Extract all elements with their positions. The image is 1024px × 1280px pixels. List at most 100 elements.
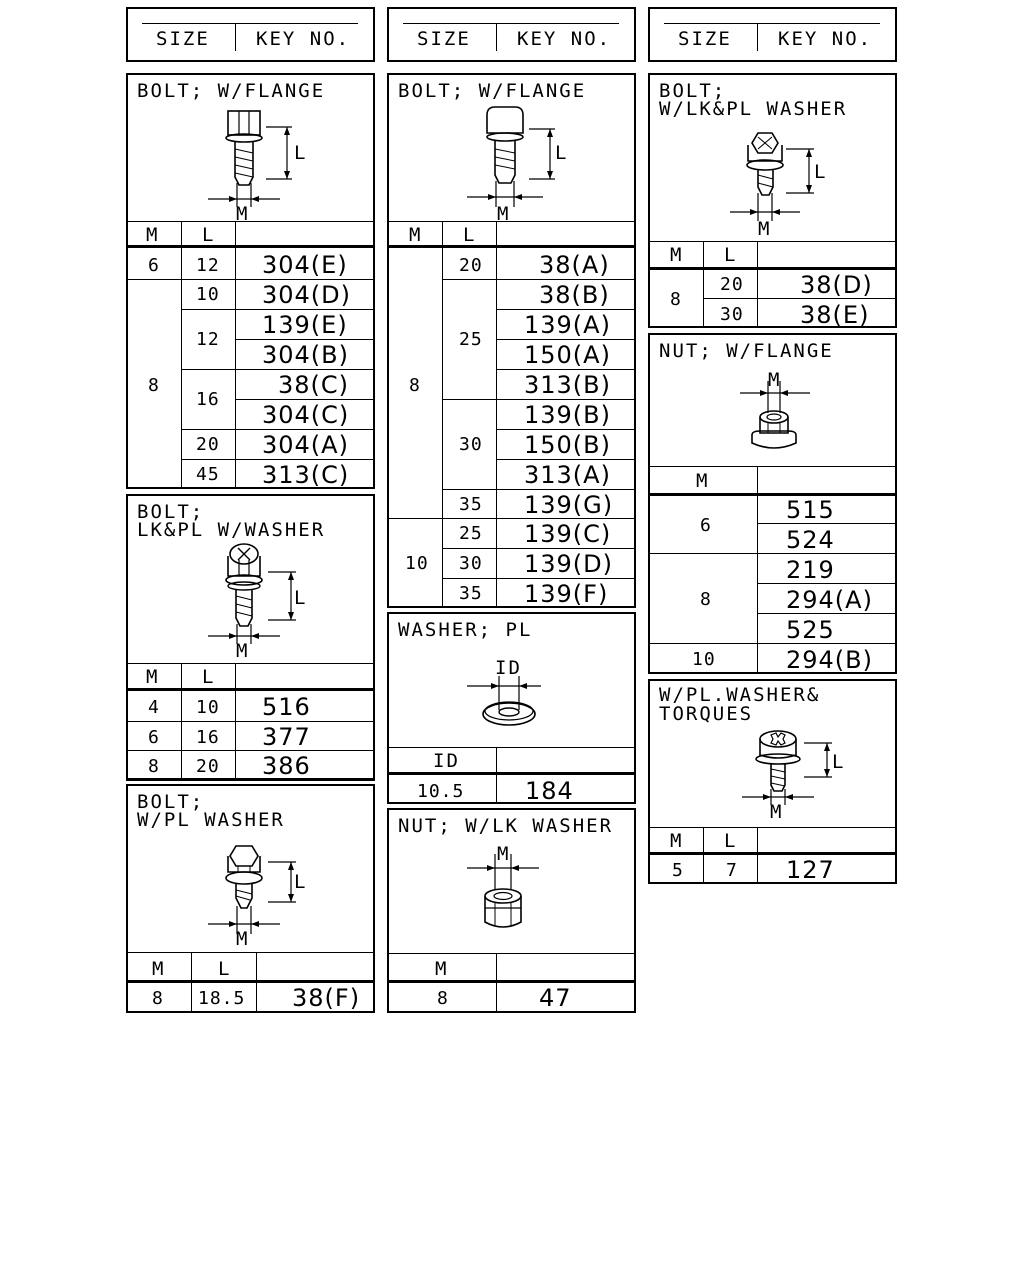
- panel-title-line2: TORQUES: [659, 703, 754, 725]
- cell-l: 12: [196, 255, 220, 276]
- table-top-rule: [389, 953, 634, 954]
- cell-key: 524: [786, 526, 835, 554]
- cell-m: 6: [700, 515, 712, 536]
- cell-id: 10.5: [417, 781, 465, 802]
- flange-bolt-icon: [467, 106, 555, 207]
- panel-bolt-lkpl-washer-b: BOLT; W/LK&PL WASHER L M M L 8 20 30 38(…: [648, 73, 897, 328]
- panel-title-line1: W/PL.WASHER&: [659, 684, 821, 706]
- cell-key: 386: [262, 752, 311, 780]
- col-header-m: M: [670, 830, 684, 852]
- row-rule: [235, 339, 373, 340]
- row-rule: [496, 339, 634, 340]
- cell-key: 38(C): [278, 371, 350, 399]
- pl-washer-bolt-icon: [208, 845, 296, 934]
- row-rule: [128, 778, 373, 779]
- cell-key: 304(C): [262, 401, 350, 429]
- panel-title: WASHER; PL: [398, 619, 533, 641]
- row-rule: [128, 721, 373, 722]
- cell-m: 8: [409, 375, 421, 396]
- row-rule: [703, 298, 895, 299]
- table-top-rule: [389, 747, 634, 748]
- cell-l: 45: [196, 464, 220, 485]
- cell-key: 139(A): [524, 311, 611, 339]
- cell-l: 20: [196, 434, 220, 455]
- cell-m: 8: [148, 756, 160, 777]
- flange-nut-icon: [740, 381, 810, 449]
- row-rule: [496, 459, 634, 460]
- cell-key: 139(B): [524, 401, 611, 429]
- cell-l: 18.5: [198, 988, 246, 1009]
- table-top-rule: [128, 952, 373, 953]
- table-header-rule: [389, 245, 634, 248]
- cell-m: 10: [405, 553, 429, 574]
- table-header-rule: [650, 493, 895, 496]
- table-header-rule: [389, 772, 634, 775]
- header-rule: [664, 23, 880, 24]
- header-rule: [142, 23, 358, 24]
- row-rule: [235, 399, 373, 400]
- cell-key: 294(B): [786, 646, 873, 674]
- cell-m: 8: [148, 375, 160, 396]
- row-rule: [757, 583, 895, 584]
- cell-key: 127: [786, 856, 835, 884]
- col-divider-m: [757, 466, 758, 672]
- row-rule: [757, 523, 895, 524]
- table-top-rule: [128, 221, 373, 222]
- row-rule: [442, 399, 634, 400]
- row-rule: [442, 548, 634, 549]
- cell-m: 10: [692, 649, 716, 670]
- panel-nut-lk-washer: NUT; W/LK WASHER M M 8 47: [387, 808, 636, 1013]
- row-rule: [128, 279, 373, 280]
- cell-key: 184: [525, 777, 574, 805]
- dim-m-label: M: [236, 928, 250, 950]
- table-header-rule: [650, 267, 895, 270]
- cell-key: 38(F): [292, 984, 361, 1012]
- panel-title-line1: BOLT;: [137, 791, 205, 813]
- dim-l-label: L: [294, 871, 308, 893]
- table-top-rule: [650, 241, 895, 242]
- col-header-l: L: [463, 224, 477, 246]
- dim-m-label: M: [770, 801, 784, 823]
- header-box-1: SIZE KEY NO.: [126, 7, 375, 62]
- cell-m: 5: [672, 860, 684, 881]
- panel-washer-pl: WASHER; PL ID ID 10.5 184: [387, 612, 636, 804]
- flange-bolt-icon: [208, 110, 292, 207]
- row-rule: [650, 553, 895, 554]
- dim-m-label: M: [236, 203, 250, 225]
- dim-l-label: L: [555, 142, 569, 164]
- cell-m: 8: [437, 988, 449, 1009]
- cell-key: 313(B): [524, 371, 611, 399]
- cell-l: 25: [459, 329, 483, 350]
- cell-key: 47: [539, 984, 572, 1012]
- cell-key: 515: [786, 496, 835, 524]
- row-rule: [496, 369, 634, 370]
- cell-key: 304(B): [262, 341, 349, 369]
- dim-m-label: M: [768, 369, 782, 391]
- table-top-rule: [650, 466, 895, 467]
- col-divider-l: [757, 241, 758, 326]
- col-header-m: M: [152, 958, 166, 980]
- row-rule: [442, 489, 634, 490]
- cell-l: 35: [459, 583, 483, 604]
- col-divider-l: [256, 952, 257, 1011]
- cell-l: 35: [459, 494, 483, 515]
- dim-id-label: ID: [495, 657, 522, 679]
- row-rule: [496, 309, 634, 310]
- cell-m: 6: [148, 727, 160, 748]
- col-header-l: L: [202, 666, 216, 688]
- header-size-label: SIZE: [156, 28, 210, 50]
- dim-l-label: L: [294, 142, 308, 164]
- col-divider-l: [235, 221, 236, 487]
- header-key-label: KEY NO.: [778, 28, 873, 50]
- cell-key: 150(A): [524, 341, 611, 369]
- cell-m: 6: [148, 255, 160, 276]
- table-header-rule: [128, 980, 373, 983]
- panel-bolt-lkpl-washer: BOLT; LK&PL W/WASHER L M M L 4 10 516 6 …: [126, 494, 375, 781]
- header-divider: [235, 23, 236, 51]
- cell-l: 30: [720, 304, 744, 325]
- table-top-rule: [650, 827, 895, 828]
- panel-title-line2: LK&PL W/WASHER: [137, 519, 326, 541]
- cell-key: 219: [786, 556, 835, 584]
- row-rule: [442, 578, 634, 579]
- cell-l: 30: [459, 434, 483, 455]
